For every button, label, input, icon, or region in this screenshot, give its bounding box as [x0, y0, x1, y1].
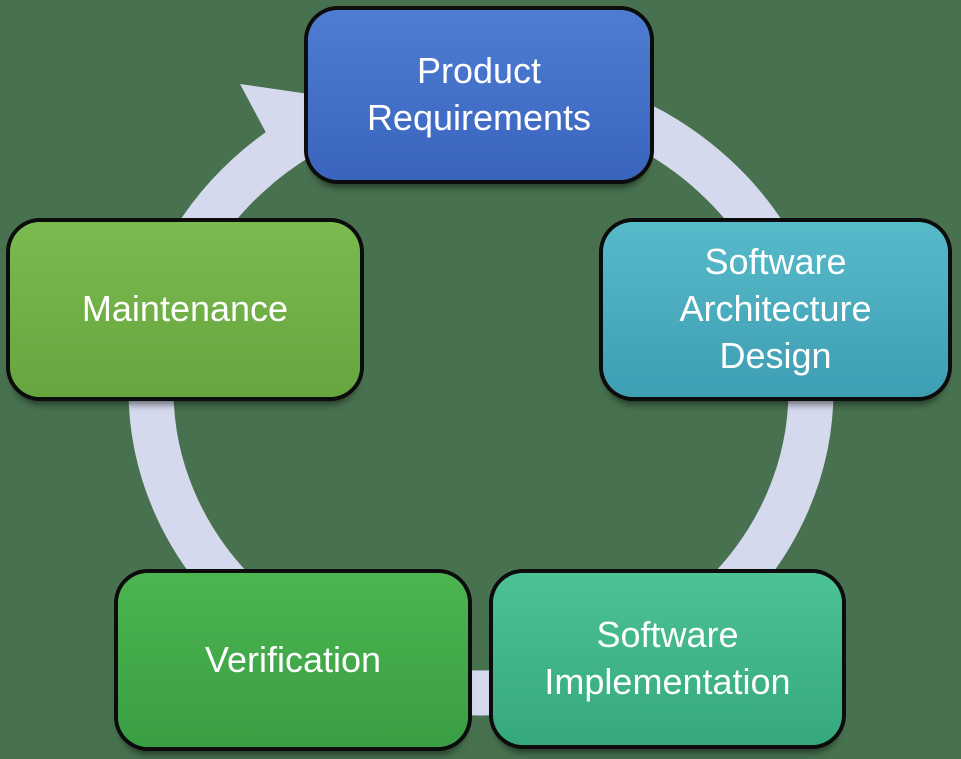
node-label: Maintenance — [81, 288, 289, 330]
node-maintenance: Maintenance — [10, 222, 360, 397]
node-product-requirements: Product Requirements — [308, 10, 650, 180]
cycle-arrowhead-icon — [240, 84, 316, 172]
node-label: Software Implementation — [544, 614, 791, 702]
node-software-implementation: Software Implementation — [493, 573, 842, 745]
node-label: Product Requirements — [366, 50, 592, 138]
node-software-architecture-design: Software Architecture Design — [603, 222, 948, 397]
node-verification: Verification — [118, 573, 468, 747]
node-label: Software Architecture Design — [679, 241, 872, 376]
node-label: Verification — [204, 638, 382, 680]
